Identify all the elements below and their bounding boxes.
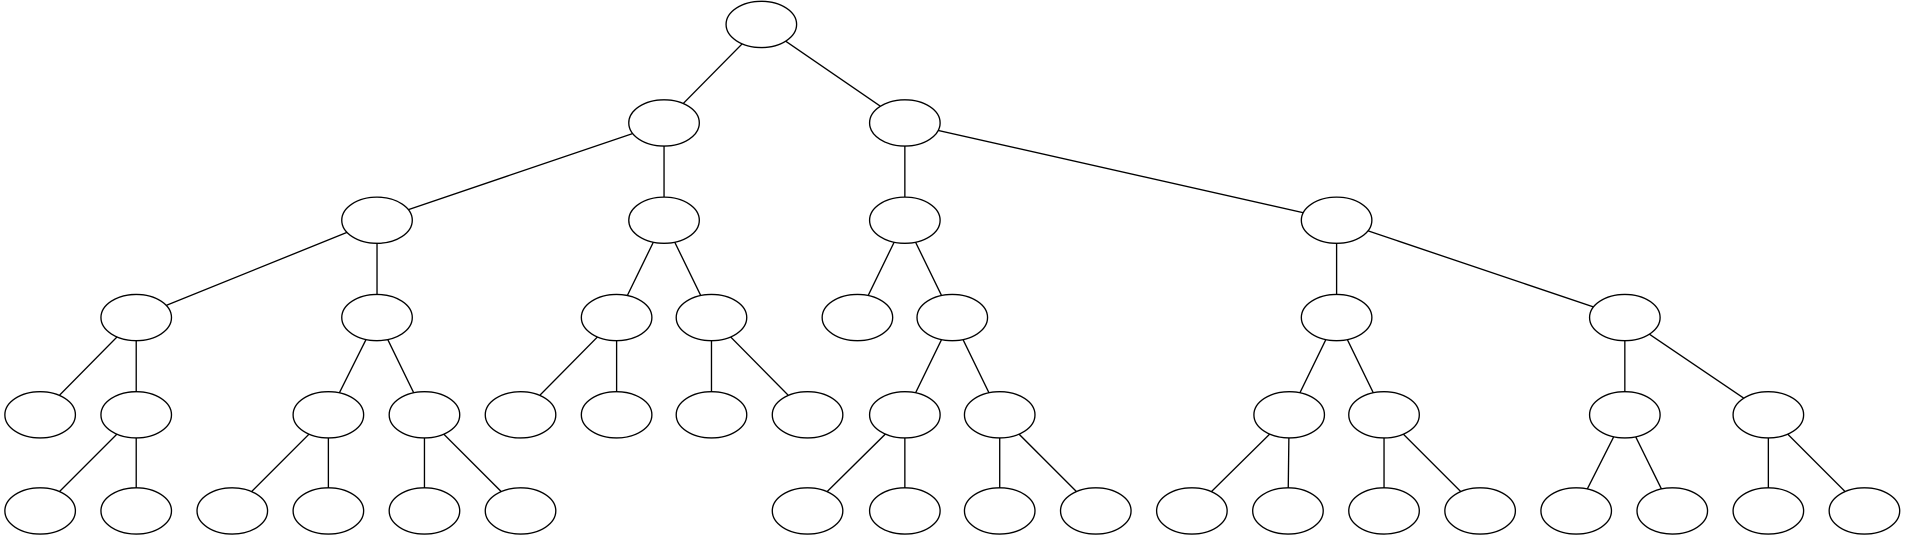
tree-node xyxy=(341,196,413,245)
tree-node xyxy=(4,391,77,439)
tree-node xyxy=(963,487,1036,535)
tree-node xyxy=(100,293,173,342)
tree-node xyxy=(771,487,844,535)
tree-node xyxy=(771,391,844,439)
tree-node xyxy=(868,99,941,147)
tree-edge xyxy=(376,122,665,221)
tree-node xyxy=(1828,487,1901,535)
tree-node xyxy=(1252,487,1324,535)
tree-node xyxy=(628,196,700,245)
tree-node xyxy=(1636,487,1709,535)
tree-node xyxy=(963,391,1036,439)
tree-node xyxy=(580,293,653,342)
tree-edge xyxy=(135,219,378,319)
tree-node xyxy=(821,293,894,342)
tree-node xyxy=(628,99,700,147)
tree-node xyxy=(341,293,413,342)
tree-node xyxy=(292,391,365,439)
tree-node xyxy=(868,196,941,245)
tree-node xyxy=(4,487,77,535)
tree-node xyxy=(1588,391,1661,439)
tree-node xyxy=(1348,487,1420,535)
tree-node xyxy=(100,487,173,535)
tree-node xyxy=(484,487,557,535)
tree-node xyxy=(1732,487,1805,535)
tree-node xyxy=(196,487,269,535)
tree-node xyxy=(675,391,748,439)
tree-edge xyxy=(1336,219,1626,319)
tree-node xyxy=(675,293,748,342)
tree-node xyxy=(868,487,941,535)
tree-node xyxy=(1732,391,1805,439)
tree-node xyxy=(868,391,941,439)
tree-node xyxy=(484,391,557,439)
tree-node xyxy=(388,487,461,535)
tree-node xyxy=(916,293,989,342)
tree-node xyxy=(292,487,365,535)
tree-node xyxy=(1155,487,1228,535)
tree-node xyxy=(1444,487,1517,535)
nodes xyxy=(4,0,1901,535)
tree-node xyxy=(1300,196,1373,245)
tree-node xyxy=(1540,487,1613,535)
tree-node xyxy=(1059,487,1132,535)
tree-node xyxy=(725,0,798,49)
tree-node xyxy=(1253,391,1326,439)
tree-node xyxy=(580,391,653,439)
edges xyxy=(39,23,1865,512)
tree-edge xyxy=(904,122,1337,221)
tree-node xyxy=(100,391,173,439)
tree-node xyxy=(388,391,461,439)
tree-node xyxy=(1588,293,1661,342)
tree-node xyxy=(1348,391,1420,439)
tree-node xyxy=(1300,293,1373,342)
